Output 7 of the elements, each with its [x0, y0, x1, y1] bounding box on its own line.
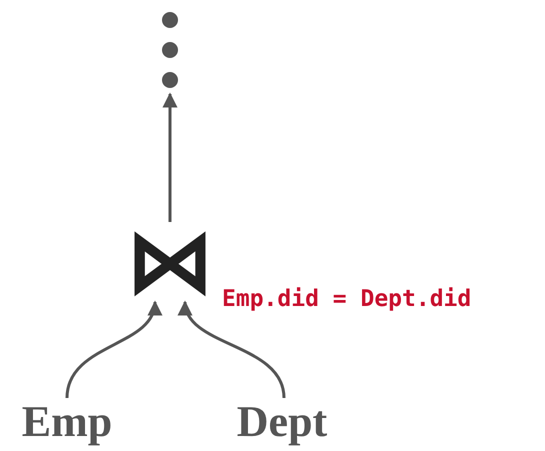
join-condition: Emp.did = Dept.did: [222, 286, 472, 312]
arrow: [180, 300, 286, 398]
arrow: [66, 300, 160, 398]
table-name: Emp: [22, 400, 112, 444]
table-name: Dept: [236, 400, 328, 444]
arrow: [162, 92, 178, 222]
join-symbol: ⋈: [125, 217, 215, 307]
